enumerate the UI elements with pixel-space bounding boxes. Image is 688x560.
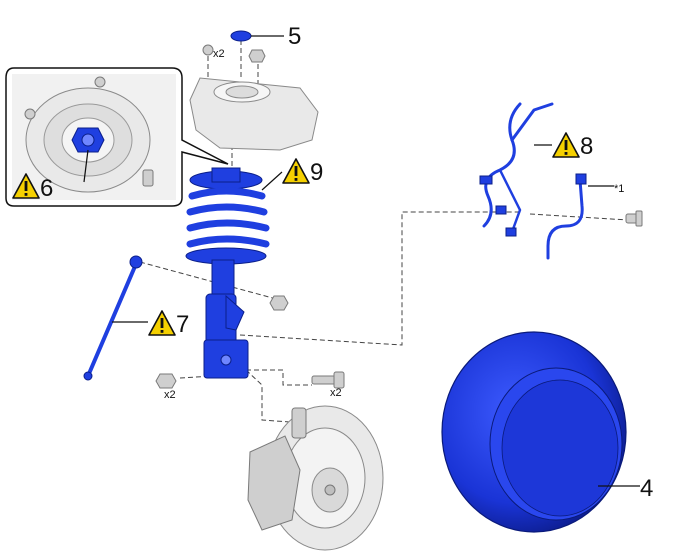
stabilizer-link: 7 (83, 255, 189, 381)
top-nut-quantity: x2 (213, 48, 225, 60)
nut-icon (248, 49, 266, 63)
callout-5-number: 5 (288, 23, 301, 50)
lower-fasteners: x2 x2 (155, 371, 345, 401)
callout-4-number: 4 (640, 475, 653, 502)
center-nut (71, 127, 105, 153)
callout-9-number: 9 (310, 159, 323, 186)
detail-inset: 6 (5, 67, 229, 207)
brake-caliper (247, 435, 301, 531)
dust-cap (230, 30, 252, 42)
hose-note: *1 (614, 183, 624, 195)
tire: 4 (441, 331, 653, 533)
callout-7: 7 (148, 310, 189, 338)
warning-icon (148, 310, 176, 336)
callout-8-number: 8 (580, 133, 593, 160)
wire-harness: 8 (479, 102, 593, 237)
callout-6-number: 6 (40, 175, 53, 202)
callout-6: 6 (12, 173, 53, 202)
callout-7-number: 7 (176, 311, 189, 338)
flexible-hose: *1 (546, 173, 643, 260)
callout-8: 8 (552, 132, 593, 160)
nut-icon (155, 373, 177, 389)
nut-icon (269, 295, 289, 311)
brake-disc-assembly (247, 405, 384, 551)
warning-icon (282, 158, 310, 184)
lower-bolt-quantity: x2 (330, 387, 342, 399)
callout-9: 9 (282, 158, 323, 186)
upper-mount: x2 5 (189, 23, 319, 151)
strut-assembly: 9 (185, 158, 323, 379)
lower-nut-quantity: x2 (164, 389, 176, 401)
nut-icon (202, 44, 214, 56)
warning-icon (552, 132, 580, 158)
